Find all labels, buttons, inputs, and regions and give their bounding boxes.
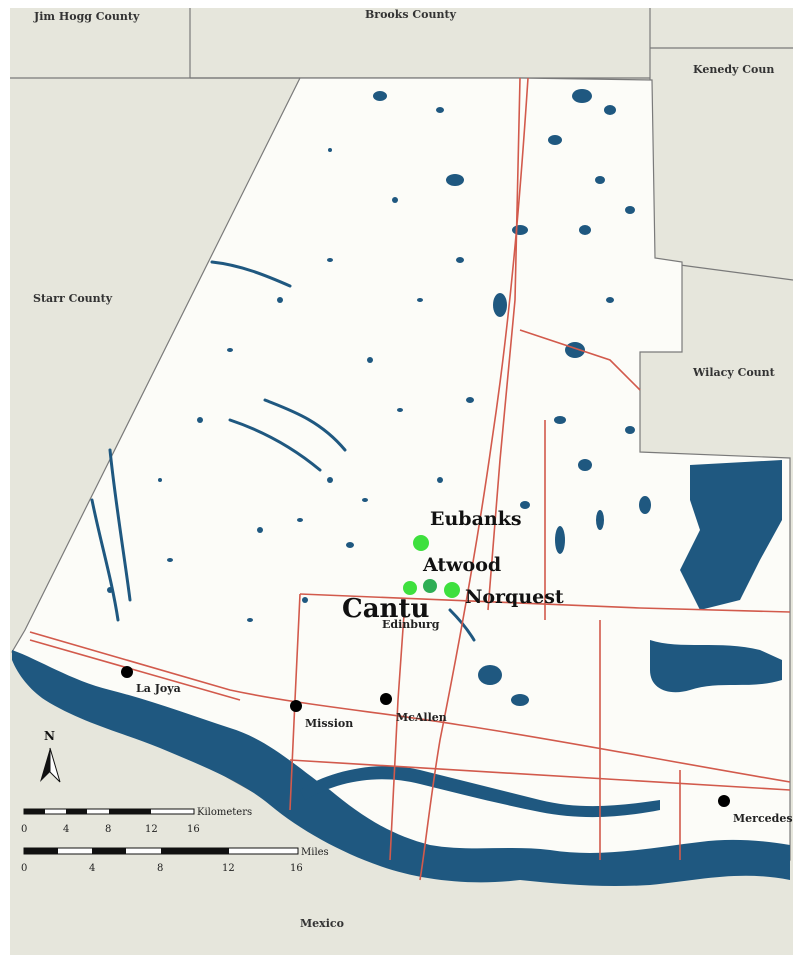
frame-top <box>0 0 793 8</box>
frame-left <box>0 0 10 963</box>
label-starr-county: Starr County <box>33 292 113 305</box>
road-us83-west <box>29 639 241 701</box>
scale-bar-kilometers: Kilometers 0 4 8 12 16 <box>21 807 252 835</box>
city-label-mcallen: McAllen <box>396 711 447 724</box>
city-marker-la-joya[interactable] <box>121 666 133 678</box>
road-east-west <box>299 593 791 613</box>
site-label-norquest: Norquest <box>465 586 564 608</box>
scale-mi-tick-1: 4 <box>89 863 95 874</box>
scale-mi-tick-3: 12 <box>222 863 235 874</box>
city-label-mercedes: Mercedes <box>733 812 793 825</box>
scale-km-tick-2: 8 <box>105 824 111 835</box>
road-northeast <box>519 329 641 391</box>
border-kenedy-willacy <box>679 264 793 281</box>
scale-bar-miles: Miles 0 4 8 12 16 <box>21 847 329 874</box>
label-mexico: Mexico <box>300 917 344 930</box>
streams <box>90 260 476 642</box>
city-marker-mercedes[interactable] <box>718 795 730 807</box>
city-label-edinburg: Edinburg <box>382 618 440 631</box>
site-marker-norquest[interactable] <box>444 582 460 598</box>
scale-km-tick-3: 12 <box>145 824 158 835</box>
river-south-channel <box>300 766 660 818</box>
scale-km-unit: Kilometers <box>197 807 252 818</box>
site-marker-atwood[interactable] <box>423 579 437 593</box>
city-label-la-joya: La Joya <box>136 682 181 695</box>
scale-km-tick-1: 4 <box>63 824 69 835</box>
label-kenedy-county: Kenedy Coun <box>693 63 774 76</box>
site-markers <box>403 535 460 598</box>
roads <box>29 77 791 881</box>
resaca-east <box>650 640 782 693</box>
label-willacy-county: Wilacy Count <box>692 366 776 379</box>
scale-mi-tick-0: 0 <box>21 863 27 874</box>
small-lakes <box>107 89 651 706</box>
rio-grande-river <box>12 650 790 887</box>
road-mcallen-north <box>389 599 406 861</box>
site-label-eubanks: Eubanks <box>430 508 522 530</box>
site-marker-eubanks[interactable] <box>413 535 429 551</box>
frame-bottom <box>0 955 793 963</box>
scale-km-tick-0: 0 <box>21 824 27 835</box>
city-label-mission: Mission <box>305 717 353 730</box>
scale-mi-unit: Miles <box>301 847 329 858</box>
city-marker-mcallen[interactable] <box>380 693 392 705</box>
site-marker-cantu[interactable] <box>403 581 417 595</box>
north-arrow-label: N <box>44 729 55 743</box>
north-arrow: N <box>40 729 61 783</box>
scale-mi-tick-4: 16 <box>290 863 303 874</box>
site-label-atwood: Atwood <box>422 554 501 576</box>
label-jim-hogg-county: Jim Hogg County <box>33 10 140 23</box>
road-south <box>289 759 791 791</box>
city-marker-mission[interactable] <box>290 700 302 712</box>
scale-mi-tick-2: 8 <box>157 863 163 874</box>
label-brooks-county: Brooks County <box>365 8 457 21</box>
road-us83 <box>29 631 791 783</box>
laguna-east <box>680 460 782 610</box>
scale-km-tick-4: 16 <box>187 824 200 835</box>
city-markers <box>121 666 730 807</box>
road-north-south <box>487 77 521 611</box>
road-mission-north <box>289 593 301 811</box>
site-label-cantu: Cantu <box>342 594 429 624</box>
